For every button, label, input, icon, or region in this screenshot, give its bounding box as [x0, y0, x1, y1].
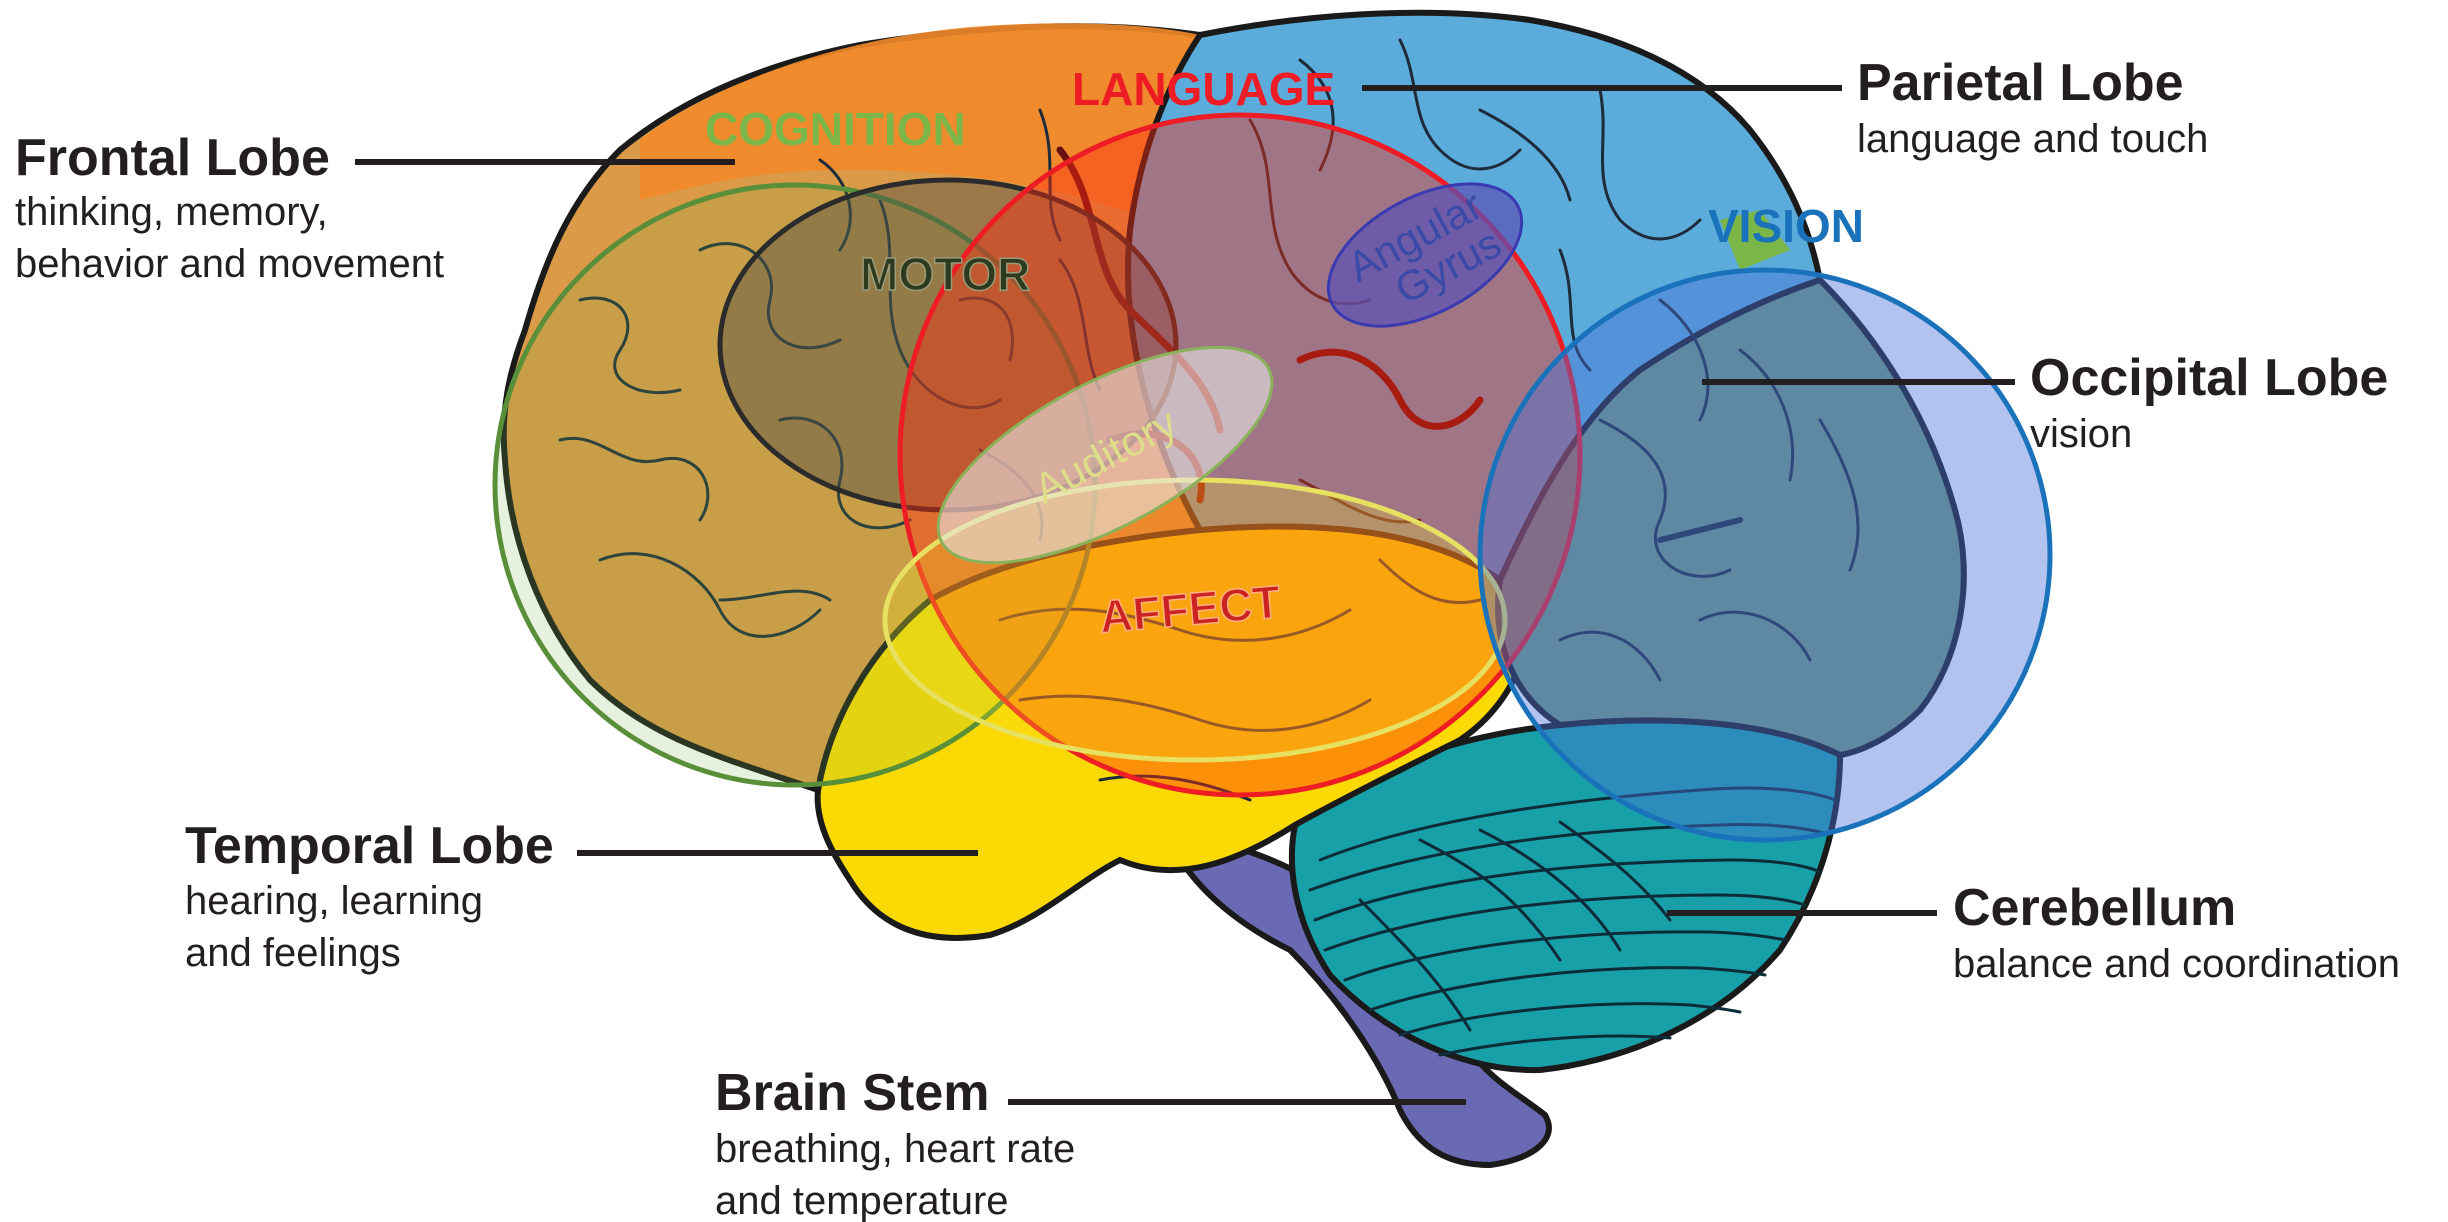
cognition-label: COGNITION: [705, 103, 966, 155]
frontal-lobe-desc-line2: behavior and movement: [15, 242, 444, 286]
temporal-lobe-title: Temporal Lobe: [185, 817, 554, 875]
temporal-lobe-desc-line2: and feelings: [185, 931, 401, 975]
brain-stem-desc-line2: and temperature: [715, 1179, 1009, 1222]
parietal-lobe-title: Parietal Lobe: [1857, 54, 2184, 112]
vision-circle: [1480, 270, 2050, 840]
frontal-lobe-desc-line1: thinking, memory,: [15, 190, 328, 234]
frontal-lobe-title: Frontal Lobe: [15, 129, 330, 187]
occipital-lobe-title: Occipital Lobe: [2030, 349, 2388, 407]
cerebellum-title: Cerebellum: [1953, 879, 2236, 937]
parietal-lobe-desc-line1: language and touch: [1857, 117, 2208, 161]
brain-stem-desc-line1: breathing, heart rate: [715, 1127, 1075, 1171]
brain-stem-title: Brain Stem: [715, 1064, 990, 1122]
cerebellum-desc-line1: balance and coordination: [1953, 942, 2400, 986]
occipital-lobe-desc-line1: vision: [2030, 412, 2132, 456]
vision-label: VISION: [1708, 200, 1864, 252]
temporal-lobe-desc-line1: hearing, learning: [185, 879, 483, 923]
language-label: LANGUAGE: [1072, 63, 1335, 115]
motor-label: MOTOR: [860, 248, 1030, 300]
